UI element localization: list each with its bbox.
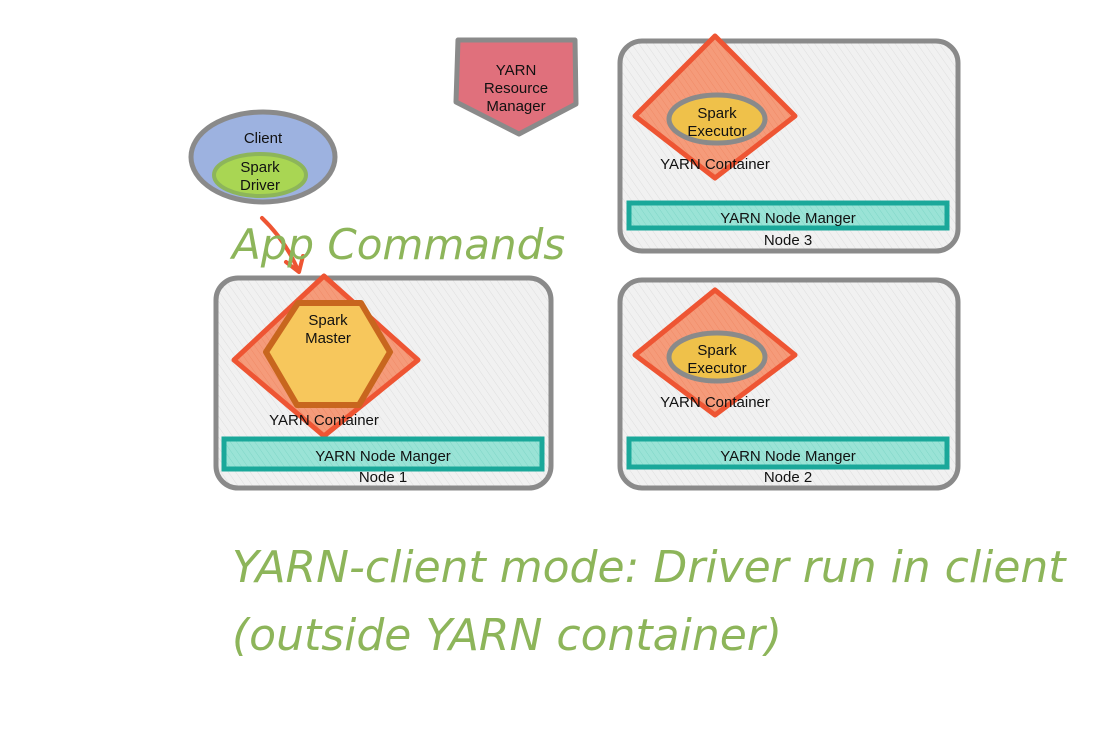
node-2-spark-executor: Spark Executor [666, 330, 768, 384]
resource-manager: YARN Resource Manager [453, 37, 579, 137]
resource-manager-line3: Manager [486, 98, 545, 115]
node-2-label: Node 2 [764, 469, 812, 486]
spark-master-line2: Master [305, 330, 351, 347]
node-1: Spark Master YARN Container YARN Node Ma… [213, 273, 554, 491]
node-1-node-manager: YARN Node Manger [221, 436, 545, 472]
spark-driver-line1: Spark [240, 159, 280, 176]
caption-line1: YARN-client mode: Driver run in client [232, 542, 1067, 593]
node-3-label: Node 3 [764, 232, 812, 249]
node-1-node-manager-label: YARN Node Manger [315, 448, 451, 465]
node-1-container-label: YARN Container [269, 412, 379, 429]
spark-master-line1: Spark [308, 312, 348, 329]
app-commands-label: App Commands [229, 220, 565, 269]
node-3-container-label: YARN Container [660, 156, 770, 173]
node-2-node-manager-label: YARN Node Manger [720, 448, 856, 465]
node-2: Spark Executor YARN Container YARN Node … [617, 277, 961, 491]
node-3-executor-line2: Executor [687, 123, 746, 140]
client: Client Spark Driver [188, 109, 338, 205]
resource-manager-line2: Resource [484, 80, 548, 97]
node-1-label: Node 1 [359, 469, 407, 486]
node-3: Spark Executor YARN Container YARN Node … [617, 33, 961, 254]
node-3-executor-line1: Spark [697, 105, 737, 122]
spark-driver-line2: Driver [240, 177, 280, 194]
node-2-executor-line2: Executor [687, 360, 746, 377]
client-label: Client [244, 130, 283, 147]
node-1-container: Spark Master YARN Container [231, 273, 421, 439]
node-3-node-manager: YARN Node Manger [626, 200, 950, 231]
resource-manager-line1: YARN [496, 62, 537, 79]
node-2-container-label: YARN Container [660, 394, 770, 411]
node-3-container: Spark Executor YARN Container [632, 33, 798, 181]
node-2-executor-line1: Spark [697, 342, 737, 359]
caption-line2: (outside YARN container) [232, 610, 782, 661]
spark-master: Spark Master [263, 300, 393, 408]
node-2-container: Spark Executor YARN Container [632, 287, 798, 418]
node-3-spark-executor: Spark Executor [666, 92, 768, 146]
app-commands-arrow [260, 216, 305, 274]
spark-driver: Spark Driver [212, 152, 308, 198]
node-2-node-manager: YARN Node Manger [626, 436, 950, 470]
node-3-node-manager-label: YARN Node Manger [720, 210, 856, 227]
